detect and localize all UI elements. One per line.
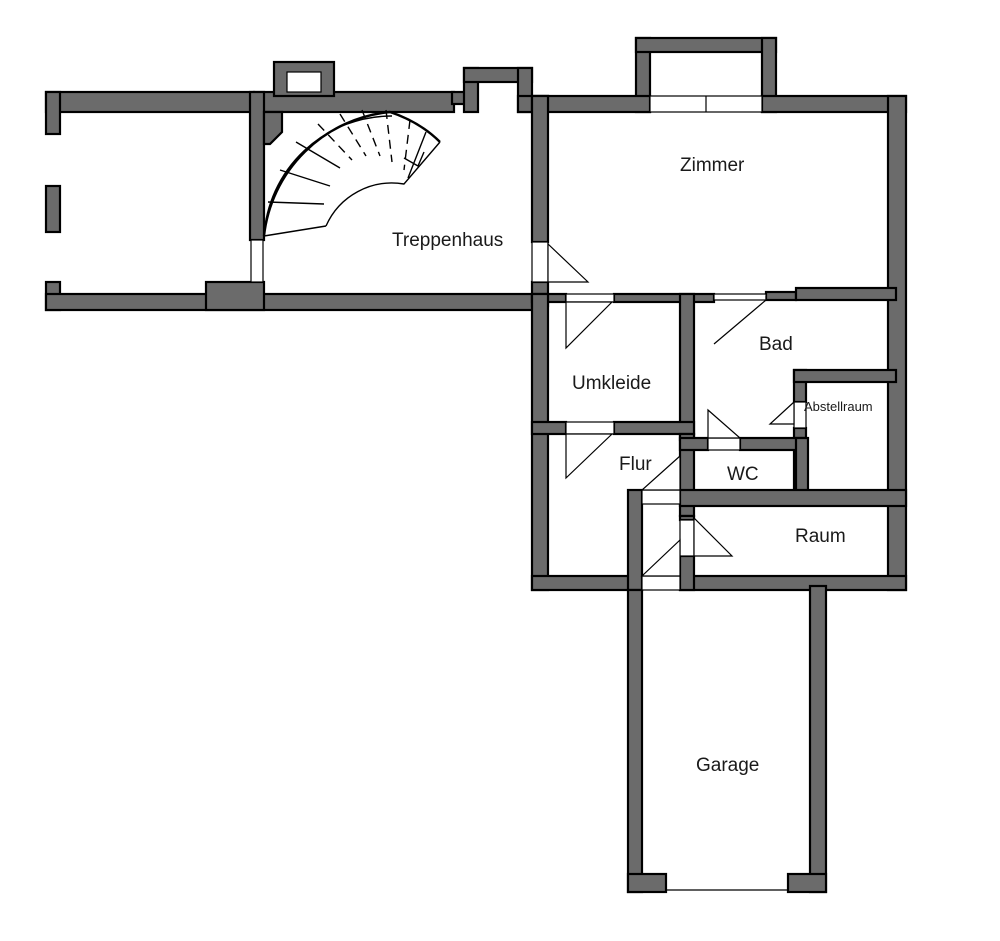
label-garage: Garage bbox=[696, 755, 759, 776]
door-abstellraum bbox=[768, 400, 795, 425]
wall-right-outer bbox=[886, 94, 908, 592]
wall-raum-left-low bbox=[678, 554, 696, 592]
wall-treppenhaus-zimmer bbox=[530, 94, 550, 244]
wall-zimmer-bottom-3 bbox=[764, 290, 798, 302]
spiral-staircase bbox=[262, 109, 441, 237]
label-umkleide: Umkleide bbox=[572, 373, 651, 394]
wall-umkleide-bad bbox=[678, 292, 696, 442]
wall-left-outer-2 bbox=[44, 184, 62, 234]
label-wc: WC bbox=[727, 464, 759, 485]
room-labels: Treppenhaus Zimmer Bad Umkleide Abstellr… bbox=[392, 155, 873, 776]
wall-garage-left bbox=[626, 588, 644, 894]
door-flur bbox=[565, 433, 614, 480]
label-abstellraum: Abstellraum bbox=[804, 399, 873, 414]
wall-zimmer-tower-top bbox=[634, 36, 778, 54]
wall-left-outer-1 bbox=[44, 90, 62, 136]
wall-zimmer-bottom-4 bbox=[794, 286, 898, 302]
label-raum: Raum bbox=[795, 526, 846, 547]
wall-block-left bbox=[530, 292, 550, 592]
walls bbox=[44, 36, 908, 894]
door-treppenhaus bbox=[547, 242, 590, 283]
door-passage-bottom bbox=[640, 538, 681, 577]
wall-zimmer-bottom-2 bbox=[612, 292, 716, 304]
wall-wc-bottom bbox=[678, 488, 908, 508]
wall-garage-right bbox=[808, 584, 828, 894]
label-flur: Flur bbox=[619, 454, 652, 475]
wall-garage-bottom-right bbox=[786, 872, 828, 894]
label-bad: Bad bbox=[759, 334, 793, 355]
wall-zimmer-top-right bbox=[760, 94, 908, 114]
doors bbox=[547, 242, 795, 577]
door-raum bbox=[693, 516, 734, 557]
wall-stair-left bbox=[248, 90, 266, 242]
wall-left-bottom bbox=[44, 292, 548, 312]
door-wc bbox=[707, 408, 742, 439]
wall-umkleide-bottom-1 bbox=[530, 420, 568, 436]
wall-left-top bbox=[44, 90, 256, 114]
wall-flur-bottom bbox=[530, 574, 644, 592]
windows bbox=[531, 95, 807, 891]
wall-wc-top-1 bbox=[678, 436, 710, 452]
door-passage-top bbox=[640, 454, 681, 491]
door-umkleide bbox=[565, 301, 614, 350]
wall-raum-bottom bbox=[678, 574, 908, 592]
wall-left-bottom-thick bbox=[204, 280, 266, 312]
label-zimmer: Zimmer bbox=[680, 155, 745, 176]
label-treppenhaus: Treppenhaus bbox=[392, 230, 503, 251]
wall-zimmer-top-left bbox=[530, 94, 652, 114]
wall-abstell-top bbox=[792, 368, 898, 384]
wall-umkleide-bottom-2 bbox=[612, 420, 696, 436]
door-bad bbox=[713, 299, 767, 345]
wall-passage-left bbox=[626, 488, 644, 592]
wall-garage-bottom-left bbox=[626, 872, 668, 894]
